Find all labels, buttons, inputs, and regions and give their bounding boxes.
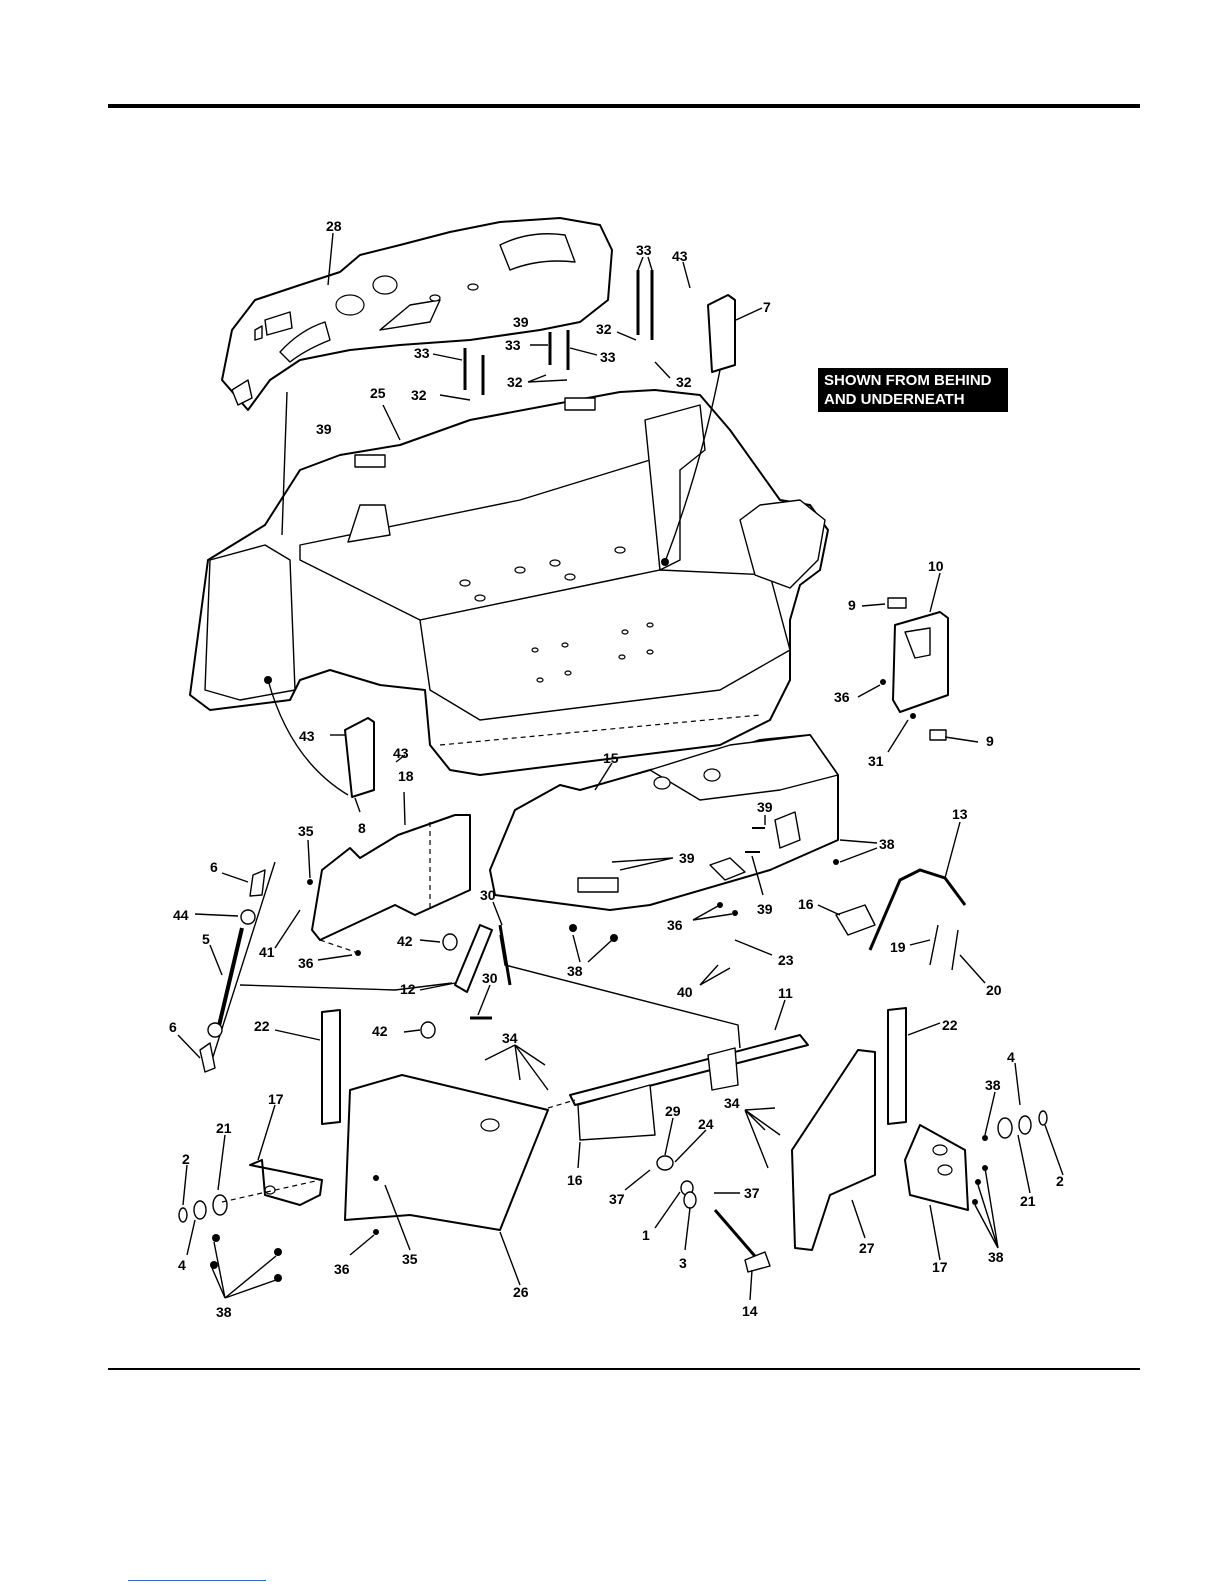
callout-4-a: 4 bbox=[1007, 1049, 1015, 1065]
callout-41: 41 bbox=[259, 944, 275, 960]
callout-26: 26 bbox=[513, 1284, 529, 1300]
part-11-shaft bbox=[570, 1035, 808, 1140]
callout-11: 11 bbox=[778, 985, 793, 1001]
callout-21-a: 21 bbox=[216, 1120, 232, 1136]
callout-17-b: 17 bbox=[932, 1259, 948, 1275]
callout-23: 23 bbox=[778, 952, 794, 968]
callout-39-d: 39 bbox=[679, 850, 695, 866]
callout-34-a: 34 bbox=[502, 1030, 518, 1046]
callout-34-b: 34 bbox=[724, 1095, 740, 1111]
callout-6-b: 6 bbox=[169, 1019, 177, 1035]
callout-38-d: 38 bbox=[985, 1077, 1001, 1093]
callout-36-a: 36 bbox=[834, 689, 850, 705]
callout-39-b: 39 bbox=[316, 421, 332, 437]
callout-14: 14 bbox=[742, 1303, 758, 1319]
callout-30-b: 30 bbox=[482, 970, 498, 986]
callout-38-b: 38 bbox=[567, 963, 583, 979]
callout-19: 19 bbox=[890, 939, 906, 955]
callout-17-a: 17 bbox=[268, 1091, 284, 1107]
callout-43-top: 43 bbox=[672, 248, 688, 264]
callout-43-c: 43 bbox=[393, 745, 409, 761]
callout-5: 5 bbox=[202, 931, 210, 947]
callout-29: 29 bbox=[665, 1103, 681, 1119]
callout-21-b: 21 bbox=[1020, 1193, 1036, 1209]
callout-9-b: 9 bbox=[986, 733, 994, 749]
callout-28: 28 bbox=[326, 218, 342, 234]
callout-35-b: 35 bbox=[402, 1251, 418, 1267]
callout-13: 13 bbox=[952, 806, 968, 822]
callout-42-b: 42 bbox=[372, 1023, 388, 1039]
callout-15: 15 bbox=[603, 750, 619, 766]
callout-33-b: 33 bbox=[414, 345, 430, 361]
callout-36-b: 36 bbox=[298, 955, 314, 971]
callout-32-b: 32 bbox=[507, 374, 523, 390]
callout-4-b: 4 bbox=[178, 1257, 186, 1273]
callout-10: 10 bbox=[928, 558, 944, 574]
callout-42-a: 42 bbox=[397, 933, 413, 949]
callout-12: 12 bbox=[400, 981, 416, 997]
callout-38-a: 38 bbox=[879, 836, 895, 852]
callout-2-a: 2 bbox=[182, 1151, 190, 1167]
callout-6-a: 6 bbox=[210, 859, 218, 875]
callout-40: 40 bbox=[677, 984, 693, 1000]
callout-36-c: 36 bbox=[667, 917, 683, 933]
callout-22-b: 22 bbox=[942, 1017, 958, 1033]
callout-36-d: 36 bbox=[334, 1261, 350, 1277]
callout-33-top: 33 bbox=[636, 242, 652, 258]
callout-16-b: 16 bbox=[567, 1172, 583, 1188]
callout-30-a: 30 bbox=[480, 887, 496, 903]
callout-38-c: 38 bbox=[216, 1304, 232, 1320]
callout-38-e: 38 bbox=[988, 1249, 1004, 1265]
part-8-bracket bbox=[345, 718, 374, 797]
callout-43-b: 43 bbox=[299, 728, 315, 744]
part-10-bracket bbox=[888, 598, 948, 740]
callout-3: 3 bbox=[679, 1255, 687, 1271]
callout-24: 24 bbox=[698, 1116, 714, 1132]
callout-39-c: 39 bbox=[757, 799, 773, 815]
callout-32-a: 32 bbox=[596, 321, 612, 337]
callout-32-c: 32 bbox=[676, 374, 692, 390]
callout-7: 7 bbox=[763, 299, 771, 315]
callout-37-b: 37 bbox=[744, 1185, 760, 1201]
callout-22-a: 22 bbox=[254, 1018, 270, 1034]
callout-20: 20 bbox=[986, 982, 1002, 998]
callout-9-a: 9 bbox=[848, 597, 856, 613]
part-13-handle-rod bbox=[836, 870, 965, 970]
callout-39-top: 39 bbox=[513, 314, 529, 330]
callout-39-e: 39 bbox=[757, 901, 773, 917]
callout-8: 8 bbox=[358, 820, 366, 836]
callout-37-a: 37 bbox=[609, 1191, 625, 1207]
callout-33-c: 33 bbox=[505, 337, 521, 353]
callout-33-d: 33 bbox=[600, 349, 616, 365]
part-26-lower-panel bbox=[345, 1075, 548, 1230]
part-7-bracket bbox=[708, 295, 735, 372]
callout-18: 18 bbox=[398, 768, 414, 784]
callout-44: 44 bbox=[173, 907, 189, 923]
callout-27: 27 bbox=[859, 1240, 875, 1256]
callout-35-a: 35 bbox=[298, 823, 314, 839]
callout-32-d: 32 bbox=[411, 387, 427, 403]
callout-16-a: 16 bbox=[798, 896, 814, 912]
callout-25: 25 bbox=[370, 385, 386, 401]
callout-2-b: 2 bbox=[1056, 1173, 1064, 1189]
callout-1: 1 bbox=[642, 1227, 650, 1243]
callout-31: 31 bbox=[868, 753, 884, 769]
part-27-lower-panel bbox=[792, 1050, 875, 1250]
part-18-side-panel bbox=[312, 815, 470, 940]
